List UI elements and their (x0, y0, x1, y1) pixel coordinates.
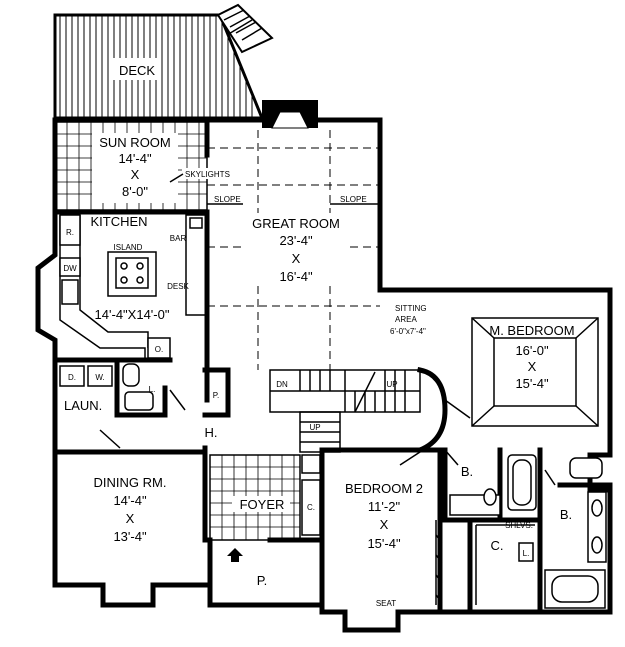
bath1-label: B. (461, 464, 473, 479)
fireplace (262, 100, 318, 129)
great-room-height: 16'-4" (279, 269, 313, 284)
sitting-line1: SITTING (395, 304, 427, 313)
refrigerator (59, 214, 81, 246)
washer-label: W. (95, 373, 104, 382)
deck-label: DECK (119, 63, 155, 78)
foyer-closet (301, 479, 321, 536)
deck-stairs (216, 3, 274, 54)
laundry: D. W. LAUN. (59, 365, 121, 449)
master-bedroom-x: X (528, 359, 537, 374)
great-room-label: GREAT ROOM (252, 216, 340, 231)
master-bedroom-label: M. BEDROOM (489, 323, 574, 338)
slope-markers: SLOPE SLOPE (207, 195, 380, 205)
kitchen-counters: R. DW O. ISLAND BAR DESK (59, 214, 207, 359)
bath2-label: B. (560, 507, 572, 522)
stairs: DN UP UP (269, 367, 448, 454)
sitting-line2: AREA (395, 315, 417, 324)
stairs-up-label-2: UP (309, 423, 320, 432)
seat-label: SEAT (376, 599, 396, 608)
deck-boards (59, 15, 253, 118)
porch-label: P. (257, 573, 268, 588)
oven-label: O. (155, 345, 163, 354)
bath1-toilet (483, 488, 497, 506)
master-vanity (587, 491, 607, 563)
deck: DECK (53, 3, 274, 120)
foyer-closet-label: C. (307, 503, 315, 512)
foyer-label: FOYER (240, 497, 285, 512)
slope-label-left: SLOPE (214, 195, 241, 204)
hall-label: H. (205, 425, 218, 440)
pantry-label: P. (213, 391, 220, 400)
sun-room-height: 8'-0" (122, 184, 148, 199)
kitchen-dims: 14'-4"X14'-0" (95, 307, 170, 322)
powder-toilet (122, 363, 140, 387)
dining-label: DINING RM. (94, 475, 167, 490)
bar-label: BAR (170, 234, 187, 243)
great-room-width: 23'-4" (279, 233, 313, 248)
entry-arrow-icon (227, 548, 243, 562)
powder-sink (124, 391, 154, 411)
bar-counter (185, 214, 207, 316)
closet-label: C. (491, 538, 504, 553)
kitchen-label: KITCHEN (90, 214, 147, 229)
bedroom2-height: 15'-4" (367, 536, 401, 551)
great-room-x: X (292, 251, 301, 266)
washer (87, 365, 113, 387)
master-bedroom-ceiling (471, 317, 599, 427)
dishwasher-label: DW (63, 264, 77, 273)
dryer (59, 365, 85, 387)
dining-width: 14'-4" (113, 493, 147, 508)
sun-room-label: SUN ROOM (99, 135, 171, 150)
sink (61, 279, 79, 305)
sun-room-x: X (131, 167, 140, 182)
dining-x: X (126, 511, 135, 526)
oven (147, 337, 171, 359)
linen-label-1: L. (149, 385, 156, 394)
bath-1: B. (444, 449, 537, 516)
refrigerator-label: R. (66, 228, 74, 237)
sun-room-width: 14'-4" (118, 151, 152, 166)
dining-height: 13'-4" (113, 529, 147, 544)
desk-label: DESK (167, 282, 189, 291)
island-label: ISLAND (114, 243, 143, 252)
foyer: FOYER C. (209, 454, 321, 562)
walk-in-closet: C. SHLVS. L. (475, 521, 535, 605)
dishwasher (59, 257, 81, 277)
laundry-label: LAUN. (64, 398, 102, 413)
bedroom2-label: BEDROOM 2 (345, 481, 423, 496)
dryer-label: D. (68, 373, 76, 382)
master-toilet (569, 457, 603, 479)
bedroom2-closet (435, 520, 443, 605)
master-bath: B. (544, 457, 607, 609)
master-bedroom-width: 16'-0" (515, 343, 549, 358)
powder-room: L. P. (122, 363, 220, 411)
sun-room: SUN ROOM 14'-4" X 8'-0" SKYLIGHTS (54, 121, 238, 211)
bedroom2-x: X (380, 517, 389, 532)
sitting-dims: 6'-0"x7'-4" (390, 327, 426, 336)
linen-label-2: L. (523, 549, 530, 558)
bath1-tub (507, 454, 537, 511)
bedroom2-width: 11'-2" (368, 499, 401, 514)
stairs-up-label-1: UP (386, 380, 397, 389)
master-bedroom-height: 15'-4" (515, 376, 549, 391)
interior-walls (52, 117, 613, 615)
stairs-down-label: DN (276, 380, 288, 389)
skylights-label: SKYLIGHTS (185, 170, 230, 179)
slope-label-right: SLOPE (340, 195, 367, 204)
